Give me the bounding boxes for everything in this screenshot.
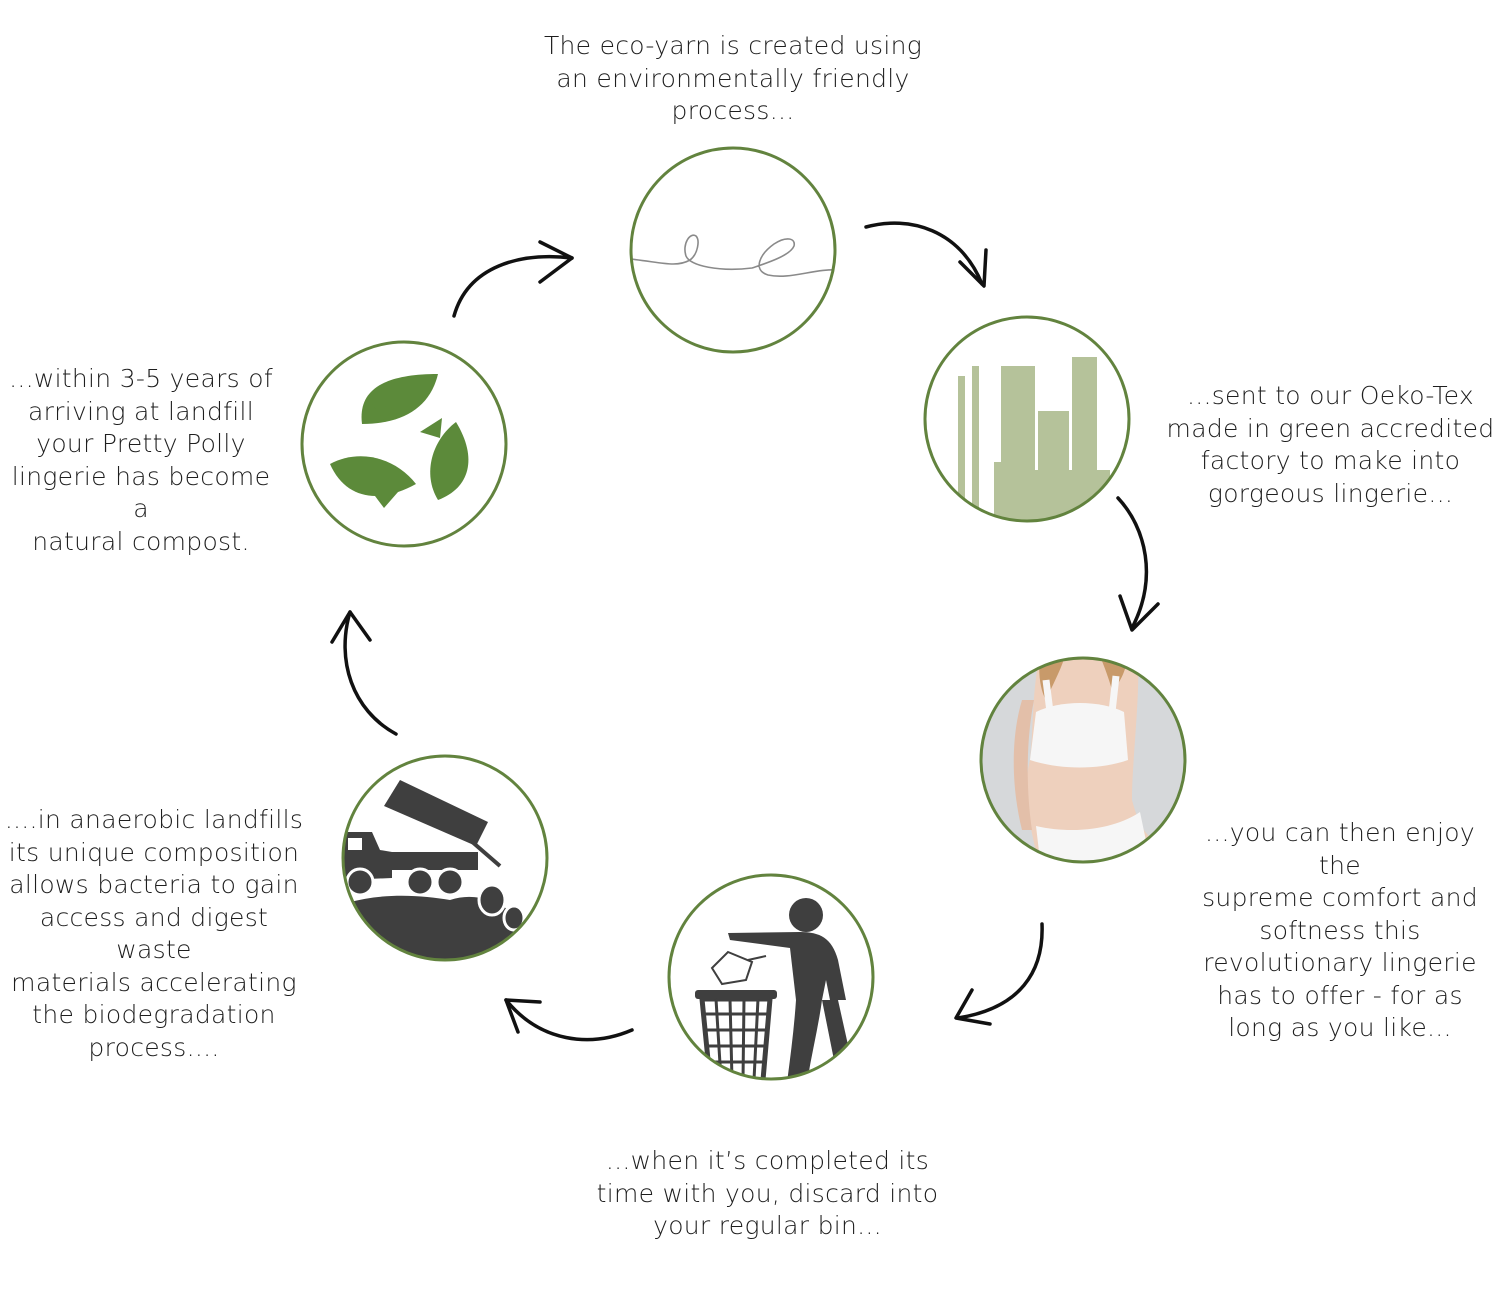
caption-yarn: The eco-yarn is created using an environ…	[543, 31, 923, 125]
dump-truck-landfill-icon	[343, 780, 540, 960]
arrow-landfill-to-compost	[330, 610, 398, 736]
arrow-factory-to-wear	[1116, 496, 1160, 632]
arrow-wear-to-bin	[954, 922, 1044, 1026]
recycle-leaves-icon	[330, 374, 469, 508]
step-compost	[300, 340, 508, 548]
caption-wear: ...you can then enjoy the supreme comfor…	[1202, 818, 1478, 1042]
step-factory	[923, 315, 1131, 523]
arrow-yarn-to-factory	[864, 221, 988, 288]
arrow-compost-to-yarn	[452, 240, 574, 318]
discard-in-bin-icon	[695, 898, 858, 1079]
caption-bin: ...when it’s completed its time with you…	[596, 1146, 939, 1240]
lingerie-photo-icon	[981, 658, 1185, 862]
trash-bin-icon	[695, 990, 777, 1079]
step-wear	[979, 656, 1187, 864]
caption-factory: ...sent to our Oeko-Tex made in green ac…	[1166, 381, 1495, 508]
arrow-bin-to-landfill	[504, 998, 634, 1042]
caption-landfill: ....in anaerobic landfills its unique co…	[4, 805, 304, 1062]
step-bin	[667, 873, 875, 1081]
step-landfill	[341, 754, 549, 962]
step-yarn	[629, 146, 837, 354]
yarn-thread-icon	[631, 234, 835, 277]
caption-compost: ...within 3-5 years of arriving at landf…	[9, 364, 273, 556]
